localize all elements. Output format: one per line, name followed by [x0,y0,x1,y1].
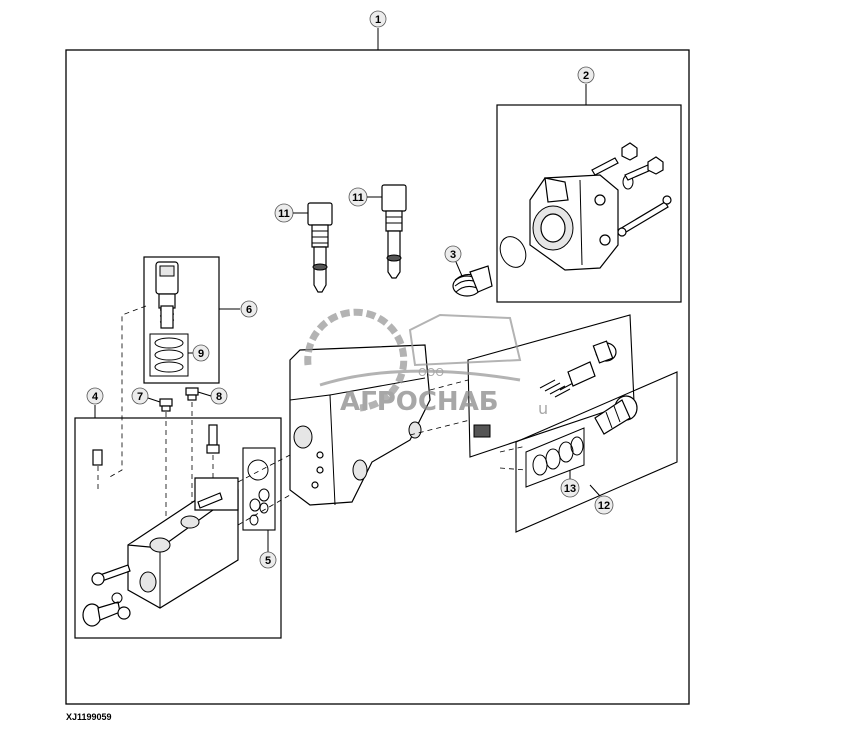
spool-spring-part [473,340,617,438]
callout-5[interactable]: 5 [259,551,277,569]
main-valve-body-part [289,344,431,506]
callout-6[interactable]: 6 [240,300,258,318]
seal-kit-9-box [149,333,189,377]
svg-text:7: 7 [137,391,143,403]
subassembly-6-box [143,256,220,384]
callout-13[interactable]: 13 [560,478,580,498]
svg-text:11: 11 [352,192,364,204]
spring-plug-part [452,265,493,297]
callout-8[interactable]: 8 [210,387,228,405]
screw-part [591,142,672,237]
svg-text:12: 12 [598,500,610,512]
callout-4[interactable]: 4 [86,387,104,405]
callout-1[interactable]: 1 [369,10,387,28]
svg-text:6: 6 [246,304,252,316]
svg-text:ООО: ООО [418,366,444,379]
valve-housing-part [529,174,619,271]
svg-text:8: 8 [216,391,222,403]
callout-9[interactable]: 9 [192,344,210,362]
watermark-logo: ООО АГРОСНАБ u [304,308,548,418]
callout-7[interactable]: 7 [131,387,149,405]
cartridge-11-right-part [381,184,407,279]
spool-12-part [594,395,638,435]
cartridge-11-left-part [307,202,333,293]
seal-rings-part [532,436,584,476]
svg-text:2: 2 [583,70,589,82]
callout-12[interactable]: 12 [594,495,614,515]
svg-text:АГРОСНАБ: АГРОСНАБ [340,387,499,417]
gasket-5-box [242,447,276,531]
plug-7-part [159,398,173,412]
o-ring-part [499,236,527,268]
subassembly-4-box [74,417,282,639]
gasket-part [247,459,270,526]
callout-11-left[interactable]: 11 [274,203,294,223]
svg-text:5: 5 [265,555,271,567]
svg-text:u: u [538,399,548,418]
spool-box [467,314,635,458]
screw-4-part [92,449,103,466]
svg-text:9: 9 [198,348,204,360]
plug-8-part [185,387,199,401]
svg-text:3: 3 [450,249,456,261]
figure-id-label: XJ1199059 [66,712,112,722]
subassembly-2-box [496,104,682,303]
svg-text:1: 1 [375,14,381,26]
seal-kit-13-box [525,427,585,488]
callout-11-right[interactable]: 11 [348,187,368,207]
svg-text:13: 13 [564,483,576,495]
svg-text:11: 11 [278,208,290,220]
callout-2[interactable]: 2 [577,66,595,84]
callout-3[interactable]: 3 [444,245,462,263]
fitting-part [206,424,220,478]
solenoid-valve-part [155,261,179,329]
svg-text:4: 4 [92,391,99,403]
subassembly-12-box [515,371,678,533]
bolt-part [82,492,223,627]
